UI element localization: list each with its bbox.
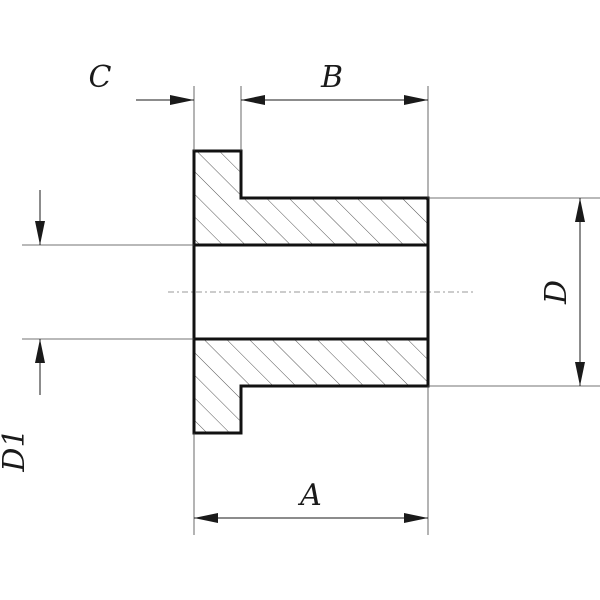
dimension-a: A — [194, 478, 428, 523]
dimension-d1: D1 — [0, 190, 45, 473]
dimension-c-label: C — [89, 60, 112, 95]
upper-section — [192, 149, 430, 247]
dimension-d: D — [539, 198, 585, 386]
dimension-a-label: A — [297, 478, 322, 513]
lower-section — [192, 337, 430, 435]
dimension-d-label: D — [539, 280, 574, 305]
dimension-b: B — [241, 60, 428, 105]
dimension-d1-label: D1 — [0, 428, 32, 472]
dimension-c: C — [89, 60, 194, 105]
dimension-b-label: B — [320, 60, 343, 95]
